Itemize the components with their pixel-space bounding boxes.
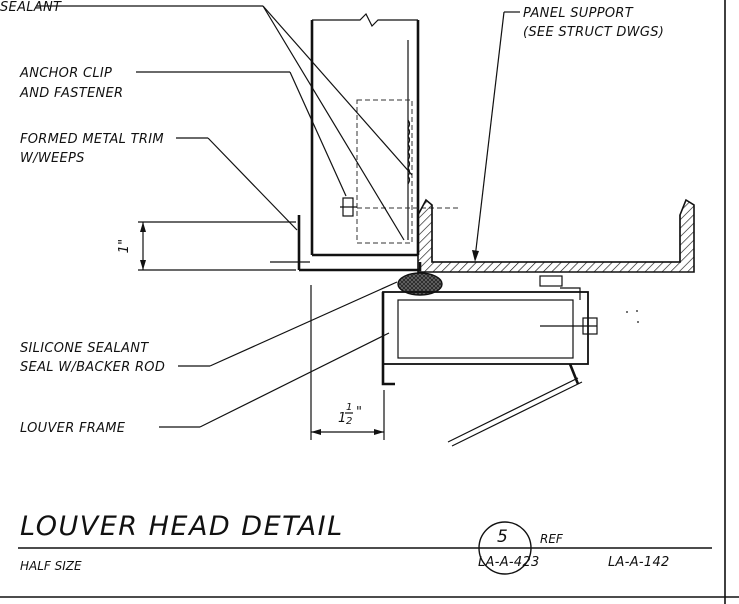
- dimension-vertical: [138, 221, 296, 271]
- dimension-horizontal-whole: 1: [338, 411, 347, 426]
- referenced-sheet: LA-A-142: [608, 555, 670, 570]
- label-silicone-line1: SILICONE SEALANT: [20, 341, 149, 356]
- label-formed-trim-line1: FORMED METAL TRIM: [20, 132, 164, 147]
- leader-lines: [37, 5, 520, 428]
- ref-label: REF: [540, 532, 564, 546]
- dimension-vertical-label: 1": [117, 239, 132, 254]
- label-anchor-clip-line2: AND FASTENER: [19, 86, 123, 101]
- dimension-horizontal-num: 1: [346, 402, 352, 413]
- label-anchor-clip-line1: ANCHOR CLIP: [19, 66, 112, 81]
- wall-panel: [310, 12, 420, 257]
- panel-support-channel: [417, 198, 695, 273]
- label-louver-frame: LOUVER FRAME: [20, 421, 126, 436]
- detail-title: LOUVER HEAD DETAIL: [20, 511, 344, 542]
- label-silicone-line2: SEAL W/BACKER ROD: [20, 360, 165, 375]
- sheet-reference: LA-A-423: [478, 555, 540, 570]
- label-panel-support-line2: (SEE STRUCT DWGS): [523, 25, 664, 40]
- dimension-horizontal-unit: ": [356, 405, 362, 420]
- detail-bubble: [478, 521, 532, 575]
- label-panel-support-line1: PANEL SUPPORT: [523, 6, 634, 21]
- dimension-horizontal: [310, 285, 385, 440]
- detail-number: 5: [497, 527, 508, 547]
- detail-scale: HALF SIZE: [20, 559, 82, 573]
- silicone-sealant: [397, 272, 443, 296]
- label-sealant: SEALANT: [0, 0, 62, 15]
- louver-frame: [381, 275, 639, 447]
- label-formed-trim-line2: W/WEEPS: [20, 151, 85, 166]
- dimension-horizontal-den: 2: [346, 416, 352, 427]
- anchor-clip: [340, 99, 460, 244]
